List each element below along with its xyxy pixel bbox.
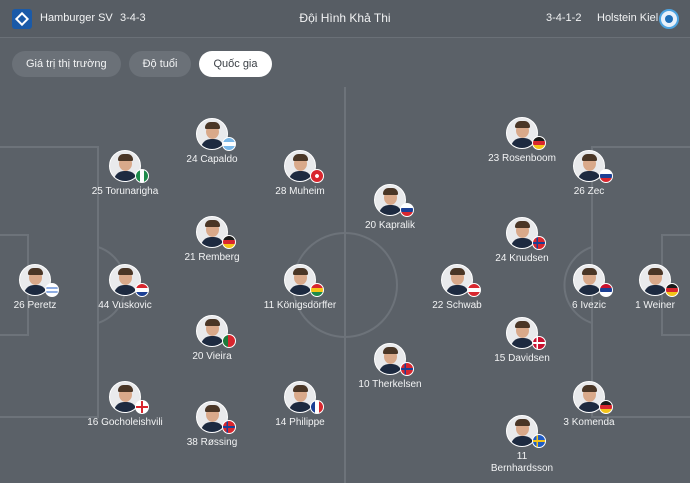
player-name: 14 Philippe — [275, 417, 325, 428]
away-player[interactable]: 1 Weiner — [595, 264, 690, 324]
ghana-flag-icon — [310, 283, 324, 297]
germany-flag-icon — [532, 136, 546, 150]
player-photo — [506, 217, 538, 249]
player-name: 11 Königsdörffer — [263, 300, 337, 311]
player-name: 6 Ivezic — [572, 300, 606, 311]
switzerland-flag-icon — [310, 169, 324, 183]
pitch: 26 Peretz 44 Vuskovic 25 Torunarigha 24 Cap… — [0, 87, 690, 483]
player-name: 25 Torunarigha — [91, 186, 159, 197]
player-name: 26 Zec — [573, 186, 605, 197]
home-player[interactable]: 25 Torunarigha — [65, 150, 185, 210]
player-photo — [196, 315, 228, 347]
home-player[interactable]: 28 Muheim — [240, 150, 360, 210]
away-player[interactable]: 23 Rosenboom — [462, 117, 582, 177]
austria-flag-icon — [467, 283, 481, 297]
lineup-header: Hamburger SV 3-4-3 Đội Hình Khả Thi 3-4-… — [0, 0, 690, 38]
away-player[interactable]: 6 Ivezic — [529, 264, 649, 324]
player-name: 15 Davidsen — [494, 353, 550, 364]
denmark-flag-icon — [532, 336, 546, 350]
home-player[interactable]: 26 Peretz — [0, 264, 95, 324]
view-tabs: Giá trị thị trường Độ tuổi Quốc gia — [12, 51, 272, 77]
player-name: 11 Bernhardsson — [490, 451, 554, 474]
player-name: 20 Vieira — [192, 351, 232, 362]
tab-age[interactable]: Độ tuổi — [128, 51, 192, 77]
player-photo — [639, 264, 671, 296]
holstein-kiel-logo-icon — [659, 9, 679, 29]
portugal-flag-icon — [222, 334, 236, 348]
away-team-name[interactable]: Holstein Kiel — [597, 12, 659, 24]
slovakia-flag-icon — [400, 203, 414, 217]
player-name: 16 Gocholeishvili — [87, 417, 163, 428]
germany-flag-icon — [599, 400, 613, 414]
sweden-flag-icon — [532, 434, 546, 448]
slovenia-flag-icon — [599, 169, 613, 183]
player-photo — [374, 343, 406, 375]
germany-flag-icon — [222, 235, 236, 249]
serbia-flag-icon — [599, 283, 613, 297]
away-player[interactable]: 26 Zec — [529, 150, 649, 210]
croatia-flag-icon — [135, 283, 149, 297]
norway-flag-icon — [400, 362, 414, 376]
player-photo — [573, 381, 605, 413]
away-player[interactable]: 3 Komenda — [529, 381, 649, 441]
home-player[interactable]: 20 Vieira — [152, 315, 272, 375]
player-name: 10 Therkelsen — [358, 379, 422, 390]
player-name: 28 Muheim — [275, 186, 325, 197]
norway-flag-icon — [222, 420, 236, 434]
home-formation: 3-4-3 — [120, 12, 146, 24]
player-name: 38 Røssing — [186, 437, 238, 448]
player-name: 26 Peretz — [13, 300, 57, 311]
player-name: 20 Kapralik — [364, 220, 416, 231]
player-name: 24 Knudsen — [495, 253, 549, 264]
germany-flag-icon — [665, 283, 679, 297]
france-flag-icon — [310, 400, 324, 414]
away-player[interactable]: 10 Therkelsen — [330, 343, 450, 403]
away-player[interactable]: 15 Davidsen — [462, 317, 582, 377]
home-player[interactable]: 14 Philippe — [240, 381, 360, 441]
away-player[interactable]: 24 Knudsen — [462, 217, 582, 277]
away-player[interactable]: 20 Kapralik — [330, 184, 450, 244]
home-player[interactable]: 21 Remberg — [152, 216, 272, 276]
hamburger-sv-logo-icon — [12, 9, 32, 29]
home-team-name[interactable]: Hamburger SV — [40, 12, 113, 24]
player-name: 21 Remberg — [184, 252, 240, 263]
away-formation: 3-4-1-2 — [546, 12, 582, 24]
home-player[interactable]: 38 Røssing — [152, 401, 272, 461]
player-photo — [506, 415, 538, 447]
home-player[interactable]: 44 Vuskovic — [65, 264, 185, 324]
player-photo — [196, 118, 228, 150]
page-title: Đội Hình Khả Thi — [299, 11, 391, 25]
home-player[interactable]: 16 Gocholeishvili — [65, 381, 185, 441]
away-player[interactable]: 11 Bernhardsson — [462, 415, 582, 475]
home-player[interactable]: 24 Capaldo — [152, 118, 272, 178]
tab-nationality[interactable]: Quốc gia — [199, 51, 272, 77]
norway-flag-icon — [532, 236, 546, 250]
player-name: 44 Vuskovic — [98, 300, 152, 311]
home-player[interactable]: 11 Königsdörffer — [240, 264, 360, 324]
england-flag-icon — [135, 400, 149, 414]
israel-flag-icon — [45, 283, 59, 297]
player-name: 23 Rosenboom — [488, 153, 556, 164]
player-name: 22 Schwab — [432, 300, 482, 311]
nigeria-flag-icon — [135, 169, 149, 183]
player-name: 1 Weiner — [635, 300, 675, 311]
argentina-flag-icon — [222, 137, 236, 151]
player-photo — [109, 150, 141, 182]
player-name: 24 Capaldo — [186, 154, 238, 165]
player-name: 3 Komenda — [563, 417, 615, 428]
away-player[interactable]: 22 Schwab — [397, 264, 517, 324]
player-photo — [506, 317, 538, 349]
tab-market-value[interactable]: Giá trị thị trường — [12, 51, 121, 77]
